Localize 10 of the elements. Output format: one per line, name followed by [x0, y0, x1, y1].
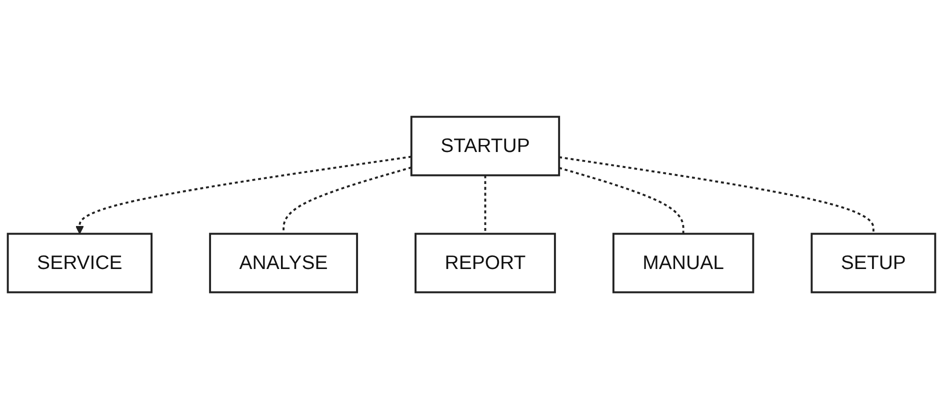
node-box: MANUAL	[612, 232, 754, 294]
node-box: REPORT	[414, 232, 556, 294]
node-box: SERVICE	[6, 232, 153, 294]
arrow	[75, 156, 412, 234]
connector	[484, 175, 486, 234]
node-box: SETUP	[810, 232, 936, 294]
node-box: ANALYSE	[209, 232, 358, 294]
connector	[558, 156, 874, 234]
node-box: STARTUP	[410, 116, 560, 176]
connector	[558, 166, 684, 234]
